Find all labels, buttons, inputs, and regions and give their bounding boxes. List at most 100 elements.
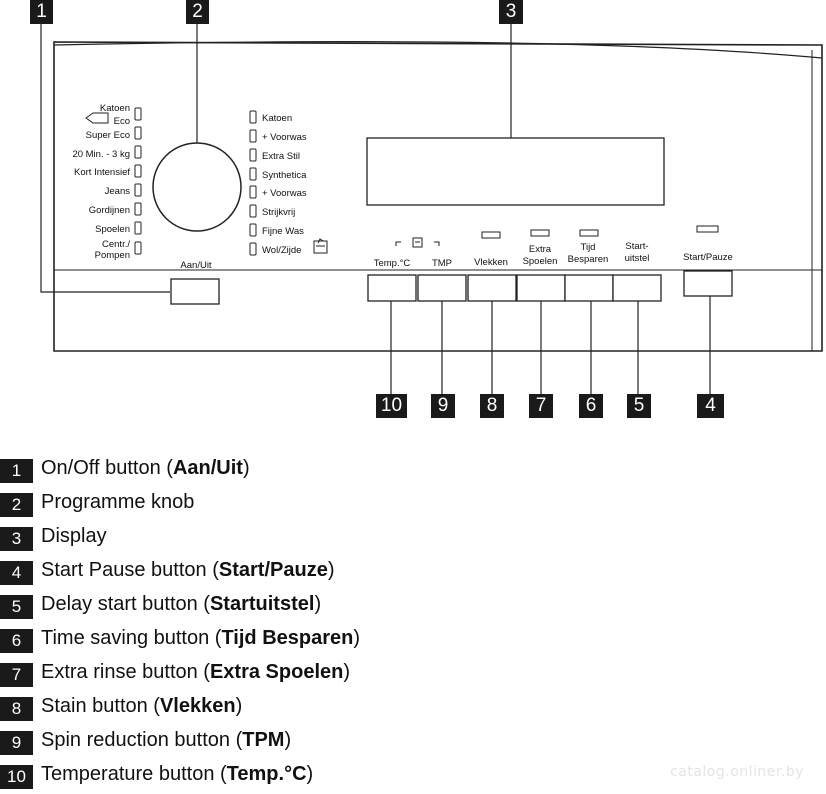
legend-number: 3 [0, 527, 33, 551]
callout-lines [40, 24, 711, 395]
programme-led [249, 223, 257, 237]
legend-text: Spin reduction button (TPM) [41, 728, 292, 751]
legend-text: On/Off button (Aan/Uit) [41, 456, 250, 479]
right-programme-label: Wol/Zijde [262, 245, 301, 256]
vlekken-led [481, 231, 501, 239]
programme-led [249, 242, 257, 256]
programme-led [134, 164, 142, 178]
extra-label-line2: Spoelen [523, 256, 558, 267]
legend-number: 5 [0, 595, 33, 619]
start-uitstel-label-line2: uitstel [625, 253, 650, 264]
temp-button[interactable] [367, 274, 417, 302]
callout-10: 10 [376, 394, 407, 418]
power-button[interactable] [170, 278, 220, 305]
programme-led [134, 126, 142, 140]
control-panel-diagram: Katoen Eco Super Eco 20 Min. - 3 kg Kort… [40, 24, 823, 395]
legend-item: 8 Stain button (Vlekken) [0, 691, 242, 721]
legend-number: 1 [0, 459, 33, 483]
start-pauze-button[interactable] [683, 270, 733, 297]
tijd-label-line1: Tijd [581, 242, 596, 253]
programme-led [134, 145, 142, 159]
tmp-button[interactable] [417, 274, 467, 302]
legend-number: 10 [0, 765, 33, 789]
programme-led [249, 110, 257, 124]
left-programme-label: Super Eco [86, 130, 130, 141]
right-programme-label: Strijkvrij [262, 207, 295, 218]
legend-text: Temperature button (Temp.°C) [41, 762, 314, 785]
programme-led [249, 167, 257, 181]
legend-text: Start Pause button (Start/Pauze) [41, 558, 335, 581]
legend-number: 7 [0, 663, 33, 687]
temp-indicator [395, 237, 440, 248]
callout-1: 1 [30, 0, 53, 24]
legend-item: 2 Programme knob [0, 487, 194, 517]
legend-item: 4 Start Pause button (Start/Pauze) [0, 555, 335, 585]
display [366, 137, 665, 206]
legend-number: 8 [0, 697, 33, 721]
legend-item: 7 Extra rinse button (Extra Spoelen) [0, 657, 350, 687]
right-programme-label: + Voorwas [262, 188, 307, 199]
left-programme-label: Pompen [95, 250, 130, 261]
callout-4: 4 [697, 394, 724, 418]
callout-5: 5 [627, 394, 651, 418]
programme-led [249, 185, 257, 199]
start-pauze-led [696, 225, 719, 233]
legend-item: 5 Delay start button (Startuitstel) [0, 589, 321, 619]
temp-label: Temp.°C [374, 258, 411, 269]
left-programme-label: Katoen [100, 103, 130, 114]
legend-number: 4 [0, 561, 33, 585]
left-programme-label: Jeans [105, 186, 131, 197]
legend-text: Display [41, 524, 107, 547]
left-programme-label: 20 Min. - 3 kg [72, 149, 130, 160]
callout-8: 8 [480, 394, 504, 418]
programme-led [134, 202, 142, 216]
legend-text: Delay start button (Startuitstel) [41, 592, 322, 615]
legend-item: 9 Spin reduction button (TPM) [0, 725, 291, 755]
right-programme-label: + Voorwas [262, 132, 307, 143]
programme-led [249, 148, 257, 162]
start-pauze-label: Start/Pauze [683, 252, 733, 263]
left-programme-label: Eco [114, 116, 130, 127]
legend-item: 10 Temperature button (Temp.°C) [0, 759, 313, 789]
legend-number: 9 [0, 731, 33, 755]
legend-item: 6 Time saving button (Tijd Besparen) [0, 623, 360, 653]
vlekken-label: Vlekken [474, 257, 508, 268]
tijd-besparen-button[interactable] [564, 274, 614, 302]
legend-number: 6 [0, 629, 33, 653]
callout-6: 6 [579, 394, 603, 418]
programme-led [134, 107, 142, 121]
programme-knob[interactable] [152, 142, 242, 232]
right-programme-label: Synthetica [262, 170, 307, 181]
callout-2: 2 [186, 0, 209, 24]
legend-text: Time saving button (Tijd Besparen) [41, 626, 361, 649]
callout-9: 9 [431, 394, 455, 418]
legend-text: Programme knob [41, 490, 195, 513]
programme-led [134, 183, 142, 197]
eco-arrow-icon [85, 112, 109, 124]
start-uitstel-button[interactable] [612, 274, 662, 302]
left-programme-label: Spoelen [95, 224, 130, 235]
panel-top-edge [53, 41, 823, 59]
tijd-label-line2: Besparen [568, 254, 609, 265]
legend-text: Extra rinse button (Extra Spoelen) [41, 660, 351, 683]
left-programme-label: Kort Intensief [74, 167, 130, 178]
callout-7: 7 [529, 394, 553, 418]
start-uitstel-label-line1: Start- [625, 241, 648, 252]
legend-text: Stain button (Vlekken) [41, 694, 243, 717]
callout-3: 3 [499, 0, 523, 24]
legend-item: 3 Display [0, 521, 107, 551]
hand-wash-icon [313, 238, 328, 254]
extra-spoelen-led [530, 229, 550, 237]
left-programme-label: Centr./ [102, 239, 130, 250]
programme-led [134, 221, 142, 235]
programme-led [249, 129, 257, 143]
watermark: catalog.onliner.by [670, 764, 804, 780]
left-programme-list: Katoen Eco Super Eco 20 Min. - 3 kg Kort… [72, 103, 142, 261]
right-programme-label: Fijne Was [262, 226, 304, 237]
extra-label-line1: Extra [529, 244, 552, 255]
power-button-label: Aan/Uit [180, 260, 212, 271]
right-programme-list: Katoen + Voorwas Extra Stil Synthetica +… [249, 110, 328, 256]
legend-item: 1 On/Off button (Aan/Uit) [0, 453, 250, 483]
vlekken-button[interactable] [467, 274, 517, 302]
extra-spoelen-button[interactable] [516, 274, 566, 302]
